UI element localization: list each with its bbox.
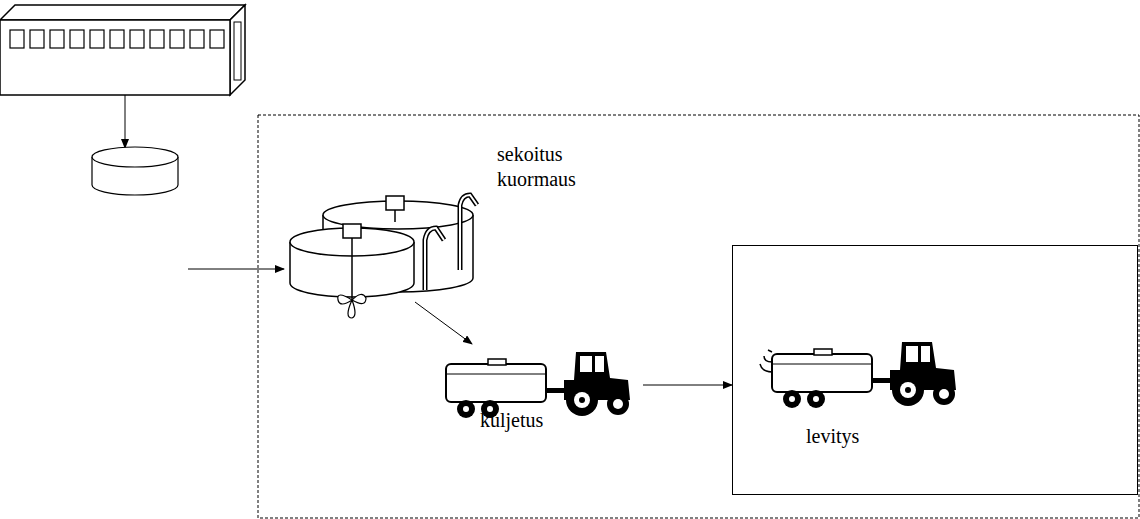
node-label: levitys	[806, 424, 859, 449]
flow-arrow	[415, 302, 472, 344]
transport-tanker: kuljetus	[440, 340, 635, 448]
mixing-tanks: sekoitus kuormaus	[285, 130, 586, 302]
node-label: kuljetus	[480, 408, 543, 433]
flow-arrow	[643, 385, 732, 386]
field-box: levitys	[732, 245, 1138, 495]
node-label: sekoitus kuormaus	[497, 142, 582, 192]
